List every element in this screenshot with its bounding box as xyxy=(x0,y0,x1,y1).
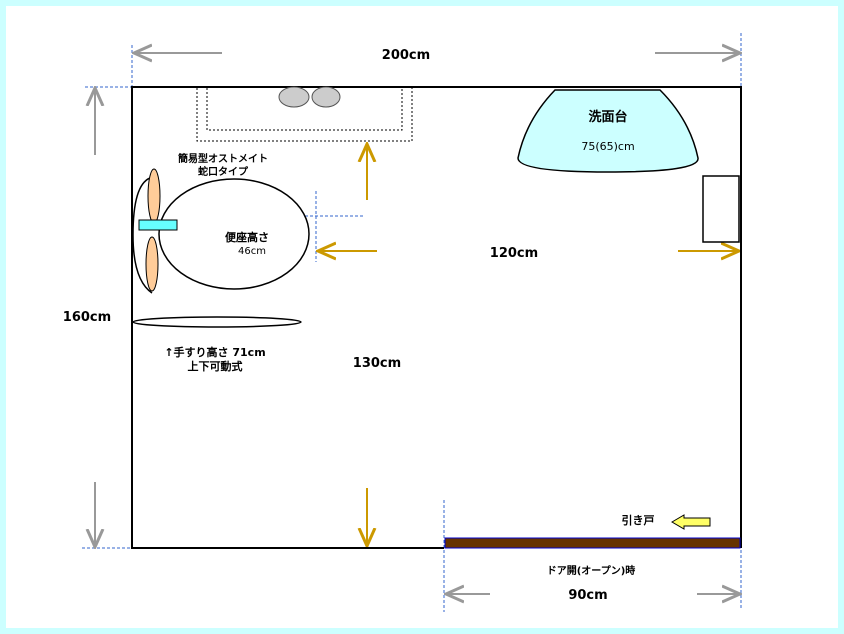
handrail-flap-bottom xyxy=(145,236,159,292)
height-left: 160cm xyxy=(63,310,111,325)
ostomate-label: 簡易型オストメイト xyxy=(178,152,268,165)
sink-label: 洗面台 xyxy=(588,109,627,125)
sliding-door-label: 引き戸 xyxy=(622,513,655,527)
sliding-door xyxy=(444,537,741,549)
ostomate-counter xyxy=(196,88,413,142)
toilet-tank xyxy=(132,177,153,294)
ostomate-type: 蛇口タイプ xyxy=(198,165,249,178)
room-walls xyxy=(131,86,742,549)
handrail-movable: 上下可動式 xyxy=(188,359,243,373)
middle-width: 120cm xyxy=(490,246,538,261)
handrail xyxy=(132,316,302,328)
sink xyxy=(517,89,699,173)
middle-height: 130cm xyxy=(353,356,401,371)
door-direction-arrow-icon xyxy=(671,514,711,530)
faucet-knob-left xyxy=(278,86,310,108)
door-open-label: ドア開(オープン)時 xyxy=(547,564,636,577)
toilet-seat xyxy=(158,178,310,290)
paper-holder xyxy=(138,219,178,231)
sink-height: 75(65)cm xyxy=(581,140,634,153)
handrail-height: ↑手すり高さ 71cm xyxy=(164,345,265,359)
clearance-arrows xyxy=(320,146,737,544)
door-width: 90cm xyxy=(568,588,607,603)
width-top: 200cm xyxy=(382,48,430,63)
handrail-flap-top xyxy=(147,168,161,224)
faucet-knob-right xyxy=(311,86,341,108)
seat-label: 便座高さ xyxy=(225,230,269,244)
cabinet xyxy=(702,175,740,243)
dimension-arrows xyxy=(95,53,738,594)
seat-height: 46cm xyxy=(238,246,266,257)
